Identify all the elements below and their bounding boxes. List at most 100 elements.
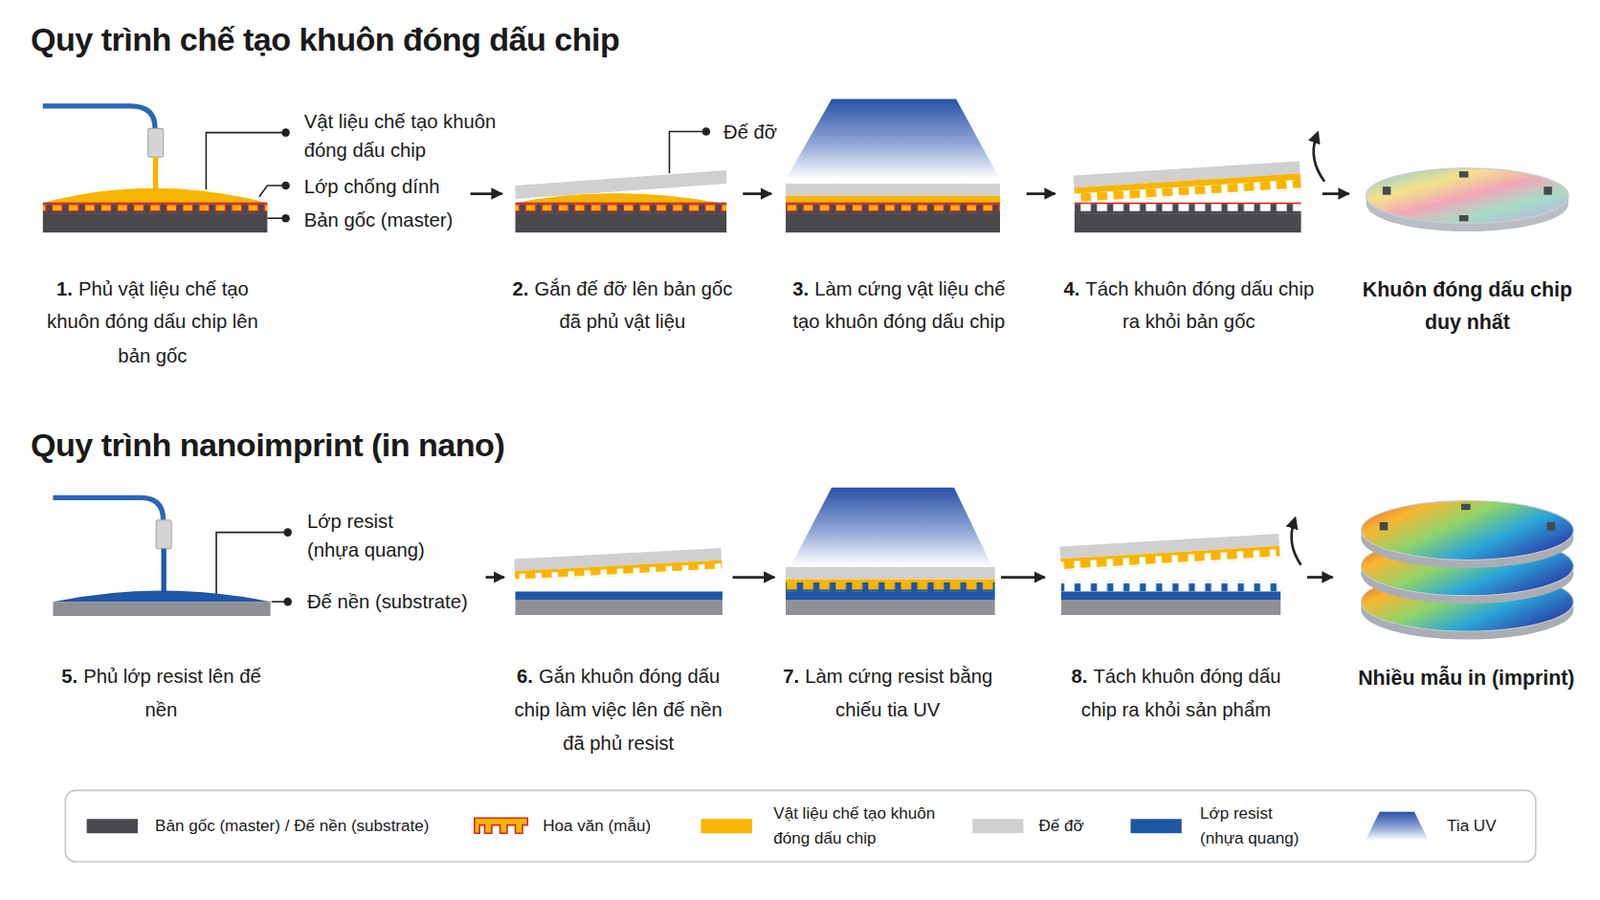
step3-illustration-part [785, 183, 1000, 197]
legend-text: Tia UV [1446, 814, 1497, 840]
section-heading: Quy trình chế tạo khuôn đóng dấu chip [30, 20, 620, 60]
step-text: Gắn khuôn đóng dấu chip làm việc lên đế … [514, 666, 723, 754]
leader-lines-part [266, 217, 284, 220]
legend-text: Đế đỡ [1039, 814, 1085, 840]
legend-swatch [87, 819, 138, 834]
step-caption: 3.Làm cứng vật liệu chế tạo khuôn đóng d… [777, 273, 1022, 340]
step7-illustration-part [790, 488, 992, 567]
step3-illustration-part [785, 98, 1000, 179]
step-number: 1. [56, 278, 73, 300]
step4-illustration-part [1074, 214, 1302, 233]
legend-text: Vật liệu chế tạo khuôn đóng dấu chip [773, 801, 945, 851]
legend-text: Hoa văn (mẫu) [542, 814, 651, 840]
leader-dots-part [281, 128, 290, 137]
step-text: Tách khuôn đóng dấu chip ra khỏi sản phẩ… [1081, 666, 1282, 721]
step-text: Phủ vật liệu chế tạo khuôn đóng dấu chip… [46, 278, 259, 366]
imprint-wafers-part-part [1360, 501, 1574, 561]
step7-illustration [785, 488, 996, 616]
result-step: Khuôn đóng dấu chip duy nhất [1355, 96, 1580, 339]
flow-arrow [1307, 576, 1334, 579]
step1-illustration-part [43, 106, 156, 129]
leader-dots-part [283, 598, 292, 607]
legend-frame-part [65, 790, 1536, 863]
process-step: 1.Phủ vật liệu chế tạo khuôn đóng dấu ch… [43, 96, 465, 373]
step8-illustration-part [1059, 533, 1280, 572]
mold-wafer-part [1366, 168, 1569, 224]
step8-illustration-part [1061, 581, 1281, 593]
callout-label: Đế nền (substrate) [307, 587, 468, 616]
flow-arrow [742, 192, 772, 196]
mold-wafer-part [1382, 186, 1392, 196]
leader-lines-part [669, 132, 705, 175]
step-caption: 2.Gắn đế đỡ lên bản gốc đã phủ vật liệu [508, 273, 737, 340]
imprint-wafers-part-part [1547, 522, 1556, 532]
legend-swatch [1130, 819, 1181, 834]
step8-illustration-part [1291, 522, 1302, 566]
step3-illustration [785, 98, 1000, 233]
step-caption: 4.Tách khuôn đóng dấu chip ra khỏi bản g… [1061, 273, 1317, 340]
legend-frame [65, 790, 1536, 863]
step-number: 5. [61, 666, 78, 688]
step1-illustration-part [148, 128, 164, 157]
step8-illustration-part [1061, 600, 1281, 616]
step-text: Khuôn đóng dấu chip duy nhất [1362, 278, 1573, 334]
step-number: 8. [1070, 666, 1088, 688]
step-text: Phủ lớp resist lên đế nền [83, 666, 262, 721]
step3-illustration-part [785, 214, 1000, 233]
step8-illustration [1059, 522, 1301, 616]
step6-illustration-part [513, 548, 722, 582]
callout-label: Bản gốc (master) [304, 205, 453, 234]
step-caption: 6.Gắn khuôn đóng dấu chip làm việc lên đ… [510, 661, 727, 760]
legend-swatch [972, 819, 1023, 834]
step1-illustration-part [43, 214, 268, 233]
process-step: 6.Gắn khuôn đóng dấu chip làm việc lên đ… [510, 488, 727, 761]
leader-lines-part [259, 185, 285, 198]
step-text: Nhiều mẫu in (imprint) [1357, 666, 1575, 689]
step6-illustration-part [514, 600, 722, 616]
flow-arrow [486, 576, 505, 579]
step3-illustration-part [785, 203, 1000, 215]
leader-dots-part [283, 528, 292, 537]
step-number: 4. [1063, 278, 1080, 300]
step8-illustration-part-part [1060, 548, 1280, 572]
step-number: 3. [792, 278, 809, 300]
imprint-wafers-part-part [1379, 522, 1389, 532]
step5-illustration-part [160, 549, 166, 597]
legend-text: Lớp resist (nhựa quang) [1200, 801, 1314, 851]
leader-lines-part [216, 533, 287, 597]
step-text: Làm cứng resist bằng chiếu tia UV [804, 666, 993, 721]
leader-dots-part [281, 181, 290, 191]
step2-illustration-part [514, 203, 727, 215]
step4-illustration-part [1074, 203, 1302, 215]
step-caption: 1.Phủ vật liệu chế tạo khuôn đóng dấu ch… [43, 273, 263, 373]
step-caption: Khuôn đóng dấu chip duy nhất [1355, 273, 1580, 339]
step8-illustration-part [1061, 591, 1281, 600]
step6-illustration-part-part [514, 560, 723, 582]
step2-illustration [514, 170, 727, 233]
step-text: Gắn đế đỡ lên bản gốc đã phủ vật liệu [533, 278, 733, 334]
step5-illustration [52, 497, 270, 617]
step7-illustration-part [785, 581, 996, 593]
legend-pattern-sample-part [474, 818, 528, 834]
step7-illustration-part [785, 581, 996, 600]
mold-wafer [1366, 168, 1569, 232]
step1-illustration-part [43, 203, 268, 215]
leader-dots-part [702, 127, 712, 136]
process-step: 7.Làm cứng resist bằng chiếu tia UV [780, 488, 996, 728]
imprint-wafers-part-part [1461, 504, 1471, 511]
step-number: 7. [782, 666, 800, 688]
leader-dots-part [281, 214, 290, 223]
step7-illustration-part [785, 567, 996, 580]
step7-illustration-part [785, 600, 996, 616]
legend-swatch [701, 819, 753, 834]
legend-uv-sample [1365, 812, 1429, 842]
step6-illustration [513, 548, 723, 616]
step1-illustration [43, 106, 268, 233]
step4-illustration [1073, 136, 1325, 233]
step4-illustration-part-part [1074, 179, 1302, 205]
step-caption: 5.Phủ lớp resist lên đế nền [52, 661, 269, 728]
step5-illustration-part [52, 497, 163, 520]
imprint-wafers-part [1360, 501, 1574, 569]
step-number: 6. [516, 666, 534, 688]
